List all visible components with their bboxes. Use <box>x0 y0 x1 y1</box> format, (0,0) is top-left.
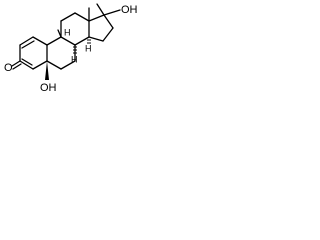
bond <box>19 36 34 46</box>
ketone-oxygen-label: O <box>4 62 13 74</box>
bond <box>74 12 90 22</box>
bond <box>103 14 114 29</box>
bond <box>32 60 48 70</box>
bond <box>46 60 62 70</box>
double-bond-line <box>12 63 22 70</box>
double-bond-line <box>21 40 35 49</box>
bond <box>96 3 105 16</box>
bond <box>102 27 114 42</box>
wedge-bond <box>45 61 49 80</box>
double-bond-line <box>21 58 33 66</box>
bond <box>103 9 121 16</box>
bond <box>11 60 21 67</box>
bond <box>74 36 90 46</box>
bond <box>32 36 48 46</box>
hydroxyl-left-label: OH <box>40 82 57 94</box>
bond <box>60 60 76 70</box>
hydroxyl-right-label: OH <box>121 4 138 16</box>
bond <box>88 14 105 22</box>
bond <box>19 60 34 70</box>
stereo-h-label: H <box>71 54 78 64</box>
bond <box>57 29 62 38</box>
hashed-bonds <box>73 39 91 54</box>
stereo-h-label: H <box>64 27 71 37</box>
steroid-structure-diagram: O OH OH H H H <box>4 3 138 94</box>
stereo-h-label: H <box>85 43 92 53</box>
bond <box>60 12 76 22</box>
bond <box>88 36 104 42</box>
bond <box>60 36 76 46</box>
bond <box>46 36 62 46</box>
